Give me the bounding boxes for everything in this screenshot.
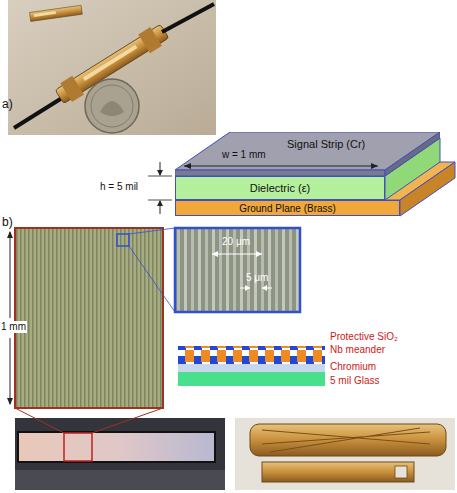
dimension-label: 20 μm: [222, 236, 250, 248]
dimension-label: w = 1 mm: [222, 149, 266, 161]
ground-plane: Ground Plane (Brass): [175, 200, 400, 216]
layer-label: Signal Strip (Cr): [287, 138, 365, 150]
layer-label: Protective SiO₂: [330, 331, 398, 343]
layer-label: 5 mil Glass: [330, 375, 379, 387]
layer-label: Dielectric (ε): [250, 182, 311, 194]
panel-letter: a): [2, 98, 13, 112]
dimension-label: 1 mm: [0, 321, 27, 333]
dimension-label: h = 5 mil: [100, 181, 138, 193]
layer-label: Nb meander: [330, 344, 385, 356]
dielectric-layer: Dielectric (ε): [175, 176, 385, 200]
layer-label: Ground Plane (Brass): [239, 203, 336, 214]
panel-letter: b): [2, 216, 13, 230]
dimension-label: 5 μm: [246, 272, 268, 284]
layer-label: Chromium: [330, 361, 376, 373]
signal-strip: Signal Strip (Cr): [175, 132, 440, 176]
